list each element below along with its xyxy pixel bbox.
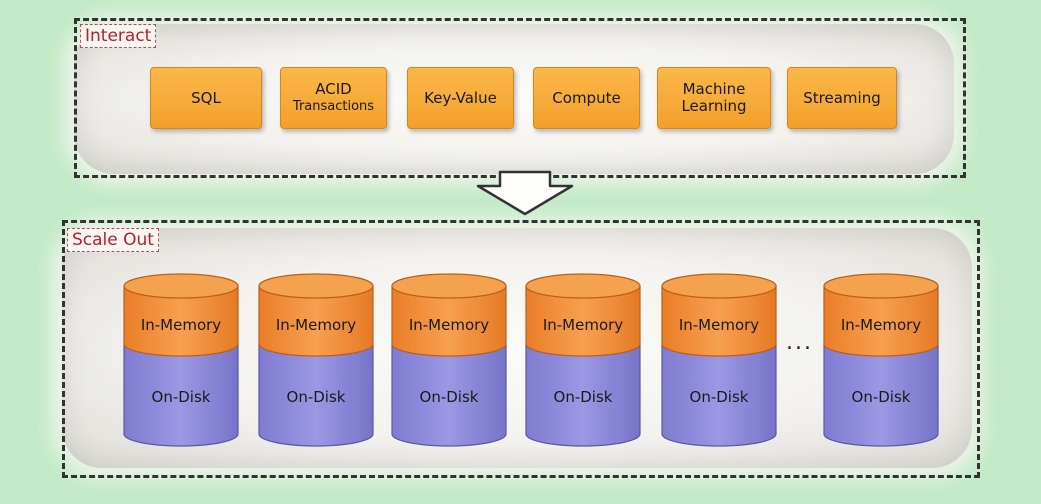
key-value-box: Key-Value	[407, 67, 514, 129]
key-value-label: Key-Value	[424, 88, 497, 107]
in-memory-label: In-Memory	[276, 316, 356, 334]
scale-out-label: Scale Out	[67, 228, 159, 252]
acid-transactions-box: ACID Transactions	[280, 67, 387, 129]
in-memory-label: In-Memory	[141, 316, 221, 334]
compute-label: Compute	[552, 88, 621, 107]
in-memory-label: In-Memory	[543, 316, 623, 334]
learning-label: Learning	[681, 97, 747, 115]
on-disk-label: On-Disk	[287, 388, 346, 406]
machine-learning-box: Machine Learning	[657, 67, 771, 129]
in-memory-label: In-Memory	[679, 316, 759, 334]
down-arrow-icon	[476, 170, 574, 216]
in-memory-label: In-Memory	[841, 316, 921, 334]
on-disk-label: On-Disk	[690, 388, 749, 406]
on-disk-label: On-Disk	[420, 388, 479, 406]
on-disk-label: On-Disk	[152, 388, 211, 406]
sql-label: SQL	[191, 88, 221, 107]
compute-box: Compute	[533, 67, 640, 129]
on-disk-label: On-Disk	[554, 388, 613, 406]
acid-label: ACID	[315, 80, 352, 98]
in-memory-label: In-Memory	[409, 316, 489, 334]
machine-label: Machine	[682, 80, 746, 98]
scale-out-frame	[62, 220, 980, 478]
transactions-label: Transactions	[292, 99, 375, 114]
more-nodes-ellipsis: ...	[786, 330, 813, 355]
streaming-label: Streaming	[803, 88, 881, 107]
interact-label: Interact	[80, 24, 157, 48]
streaming-box: Streaming	[787, 67, 897, 129]
sql-box: SQL	[150, 67, 262, 129]
on-disk-label: On-Disk	[852, 388, 911, 406]
